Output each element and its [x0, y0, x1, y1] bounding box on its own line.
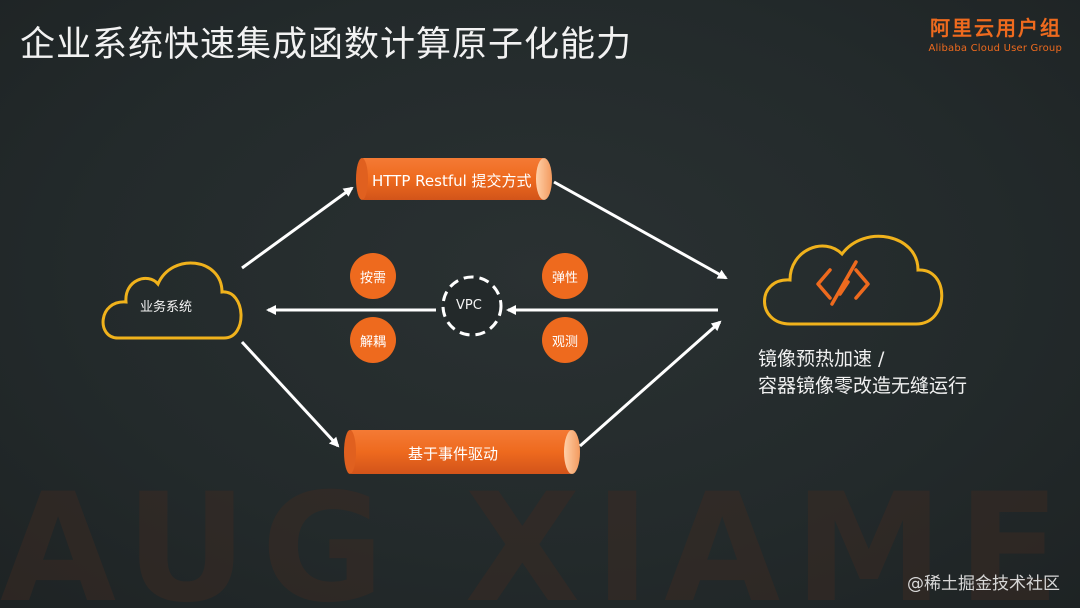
vpc-label: VPC: [456, 298, 482, 313]
credit-watermark: @稀土掘金技术社区: [907, 574, 1060, 594]
feature-label-decoupling: 解耦: [359, 335, 386, 350]
note-line-2: 容器镜像零改造无缝运行: [758, 375, 968, 397]
note-line-1: 镜像预热加速 /: [758, 348, 885, 370]
event-driven-label: 基于事件驱动: [408, 445, 499, 463]
function-compute-note: 镜像预热加速 / 容器镜像零改造无缝运行: [758, 346, 967, 400]
business-system-cloud: [101, 261, 243, 340]
function-compute-cloud: [763, 234, 944, 326]
business-system-label: 业务系统: [140, 300, 193, 315]
http-restful-pipe: [356, 158, 552, 200]
function-compute-icon: [816, 260, 870, 306]
http-restful-label: HTTP Restful 提交方式: [372, 172, 532, 190]
arrow-client-to-top-pipe: [241, 186, 354, 270]
feature-label-elasticity: 弹性: [551, 271, 578, 286]
page-title: 企业系统快速集成函数计算原子化能力: [20, 25, 633, 65]
feature-label-observability: 观测: [551, 335, 578, 350]
feature-circle-observability: [542, 317, 588, 363]
arrow-client-to-bottom-pipe: [240, 340, 340, 448]
feature-circle-on-demand: [350, 253, 396, 299]
feature-label-on-demand: 按需: [359, 271, 386, 286]
arrow-bottom-pipe-to-cloud: [579, 320, 722, 448]
feature-circle-decoupling: [350, 317, 396, 363]
event-driven-pipe: [344, 430, 580, 474]
feature-circle-elasticity: [542, 253, 588, 299]
logo-name-en: Alibaba Cloud User Group: [928, 43, 1062, 54]
background-watermark: AUG XIAMEN: [0, 462, 1080, 608]
brand-logo: 阿里云用户组 Alibaba Cloud User Group: [929, 12, 1063, 54]
logo-name-cn: 阿里云用户组: [930, 16, 1062, 40]
arrow-top-pipe-to-cloud: [553, 180, 728, 280]
vpc-circle: [441, 275, 503, 337]
